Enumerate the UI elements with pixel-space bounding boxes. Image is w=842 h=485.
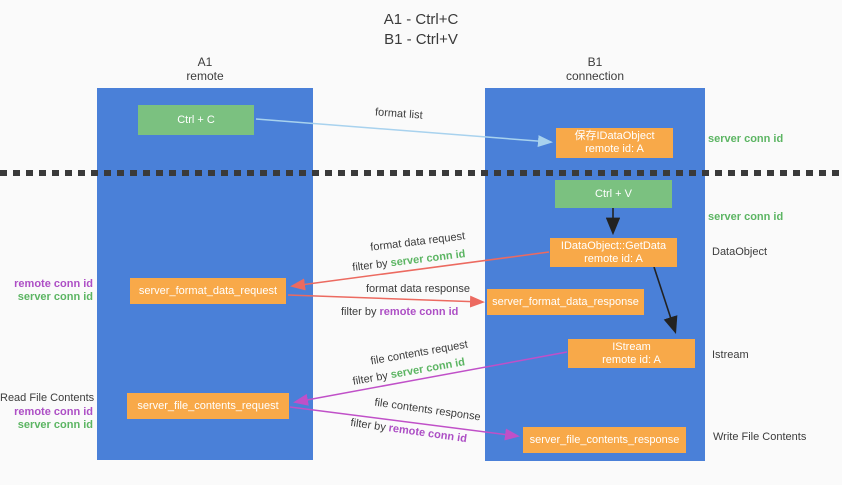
server-conn-id-text: server conn id (389, 248, 467, 270)
remote-conn-id-text: remote conn id (379, 306, 459, 318)
node-server-format-data-response: server_format_data_response (487, 289, 644, 315)
lifeline-a1-role: remote (186, 69, 224, 83)
side-label-server-conn-id-top: server conn id (708, 133, 784, 145)
side-label-dataobject: DataObject (712, 246, 768, 258)
node-idataobject-getdata: IDataObject::GetData remote id: A (550, 238, 677, 267)
remote-conn-id-text: remote conn id (14, 278, 93, 290)
label-filter-by-server-conn-id-2: filter by server conn id (352, 356, 466, 388)
node-server-file-contents-request: server_file_contents_request (127, 393, 289, 419)
node-server-file-contents-response: server_file_contents_response (523, 427, 686, 453)
label-filter-by-remote-conn-id-2: filter by remote conn id (350, 417, 468, 445)
lifeline-header-b1: B1 connection (485, 55, 705, 83)
node-ctrl-v-label: Ctrl + V (595, 187, 632, 200)
node-server-file-contents-request-label: server_file_contents_request (137, 399, 279, 412)
arrow-format-data-response (287, 294, 485, 308)
side-label-read-file-contents: Read File Contents (0, 392, 95, 404)
lifeline-b1-role: connection (565, 69, 625, 83)
side-label-server-conn-id-mid: server conn id (708, 211, 784, 223)
node-server-file-contents-response-label: server_file_contents_response (529, 433, 680, 446)
node-idataobject-getdata-line1: IDataObject::GetData (560, 239, 667, 252)
server-conn-id-text: server conn id (17, 291, 93, 303)
machine-boundary-dotted-line (0, 170, 842, 176)
node-istream-line1: IStream (612, 340, 651, 353)
filter-by-text: filter by (351, 369, 389, 388)
filter-by-text: filter by (351, 257, 389, 274)
node-save-idataobject-line2: remote id: A (585, 143, 644, 155)
title-line-1: A1 - Ctrl+C (383, 11, 459, 28)
node-save-idataobject: 保存IDataObject remote id: A (556, 128, 673, 158)
filter-by-text: filter by (349, 416, 387, 434)
label-filter-by-server-conn-id-1: filter by server conn id (352, 248, 466, 274)
node-idataobject-getdata-line2: remote id: A (584, 252, 643, 265)
lifeline-header-a1: A1 remote (97, 55, 313, 83)
filter-by-text: filter by (341, 306, 377, 318)
side-label-write-file-contents: Write File Contents (713, 431, 807, 443)
remote-conn-id-text: remote conn id (14, 406, 93, 418)
node-istream-line2: remote id: A (602, 353, 661, 366)
side-label-conn-ids-format: remote conn id server conn id (0, 278, 93, 304)
node-server-format-data-response-label: server_format_data_response (492, 295, 639, 308)
side-label-conn-ids-file: remote conn id server conn id (0, 406, 93, 432)
node-server-format-data-request-label: server_format_data_request (138, 284, 278, 297)
side-label-istream: Istream (712, 349, 749, 361)
lifeline-b1-name: B1 (587, 55, 603, 69)
label-format-data-response: format data response (366, 283, 470, 295)
server-conn-id-text: server conn id (17, 419, 93, 431)
node-istream: IStream remote id: A (568, 339, 695, 368)
node-save-idataobject-line1: 保存IDataObject (574, 130, 655, 142)
label-file-contents-response: file contents response (373, 396, 482, 424)
node-ctrl-c-label: Ctrl + C (177, 113, 215, 126)
node-ctrl-v: Ctrl + V (555, 180, 672, 208)
node-ctrl-c: Ctrl + C (138, 105, 254, 135)
remote-conn-id-text: remote conn id (387, 422, 468, 446)
lifeline-a1-name: A1 (197, 55, 213, 69)
label-filter-by-remote-conn-id-1: filter by remote conn id (341, 306, 458, 318)
title-line-2: B1 - Ctrl+V (384, 31, 458, 48)
node-server-format-data-request: server_format_data_request (130, 278, 286, 304)
label-format-list: format list (374, 106, 424, 122)
diagram-title: A1 - Ctrl+C B1 - Ctrl+V (0, 10, 842, 50)
